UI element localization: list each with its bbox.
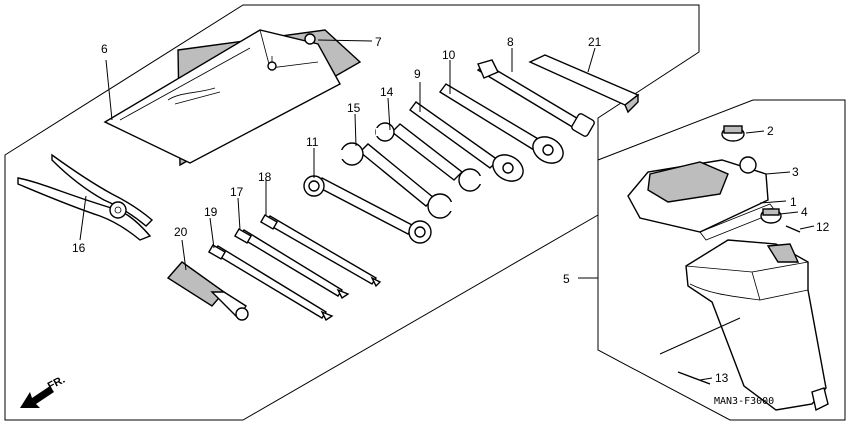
toolbox-panel-outline xyxy=(597,99,846,421)
callout-3: 3 xyxy=(792,165,799,179)
open-wrench-14-drawing xyxy=(375,122,482,192)
callout-1: 1 xyxy=(790,195,797,209)
screwdriver-17-drawing xyxy=(233,228,350,300)
grommet-2-drawing xyxy=(721,125,745,142)
callout-12: 12 xyxy=(816,220,830,234)
spanner-drawing xyxy=(409,101,524,182)
callout-19: 19 xyxy=(204,205,218,219)
callout-7: 7 xyxy=(375,35,382,49)
callout-20: 20 xyxy=(174,225,188,239)
toolkit-panel-outline xyxy=(4,4,700,421)
callout-8: 8 xyxy=(507,35,514,49)
grommet-4-drawing xyxy=(760,208,782,224)
callout-labels: 1 2 3 4 5 6 7 8 9 10 11 12 13 14 15 16 1… xyxy=(72,35,830,385)
callout-14: 14 xyxy=(380,85,394,99)
box-wrench-drawing xyxy=(476,59,595,137)
direction-label: FR. xyxy=(46,374,67,393)
callout-2: 2 xyxy=(767,124,774,138)
pin-12-drawing xyxy=(785,225,801,233)
front-direction-arrow-icon xyxy=(20,386,54,408)
tool-bag-drawing xyxy=(103,29,362,167)
callout-13: 13 xyxy=(715,371,729,385)
callout-16: 16 xyxy=(72,241,86,255)
diagram-code: MAN3-F3000 xyxy=(714,396,774,407)
callout-6: 6 xyxy=(101,42,108,56)
callout-9: 9 xyxy=(414,67,421,81)
callout-5: 5 xyxy=(563,272,570,286)
band-13-drawing xyxy=(677,371,711,385)
callout-15: 15 xyxy=(347,101,361,115)
ring-spanner-drawing xyxy=(438,83,564,164)
handle-drawing xyxy=(166,261,249,321)
callout-11: 11 xyxy=(306,135,319,149)
sleeve-drawing xyxy=(528,54,640,114)
screwdriver-18-drawing xyxy=(259,214,382,288)
callout-21: 21 xyxy=(588,35,602,49)
callout-10: 10 xyxy=(442,48,456,62)
pliers-drawing xyxy=(17,153,154,241)
callout-4: 4 xyxy=(801,205,808,219)
screwdriver-19-drawing xyxy=(207,244,334,322)
callout-17: 17 xyxy=(230,185,244,199)
toolbox-lid-drawing xyxy=(627,156,777,241)
combination-wrench-drawing xyxy=(303,175,432,244)
leader-lines xyxy=(79,39,815,381)
toolbox-drawing xyxy=(685,239,829,412)
callout-18: 18 xyxy=(258,170,272,184)
open-wrench-15-drawing xyxy=(340,142,454,219)
